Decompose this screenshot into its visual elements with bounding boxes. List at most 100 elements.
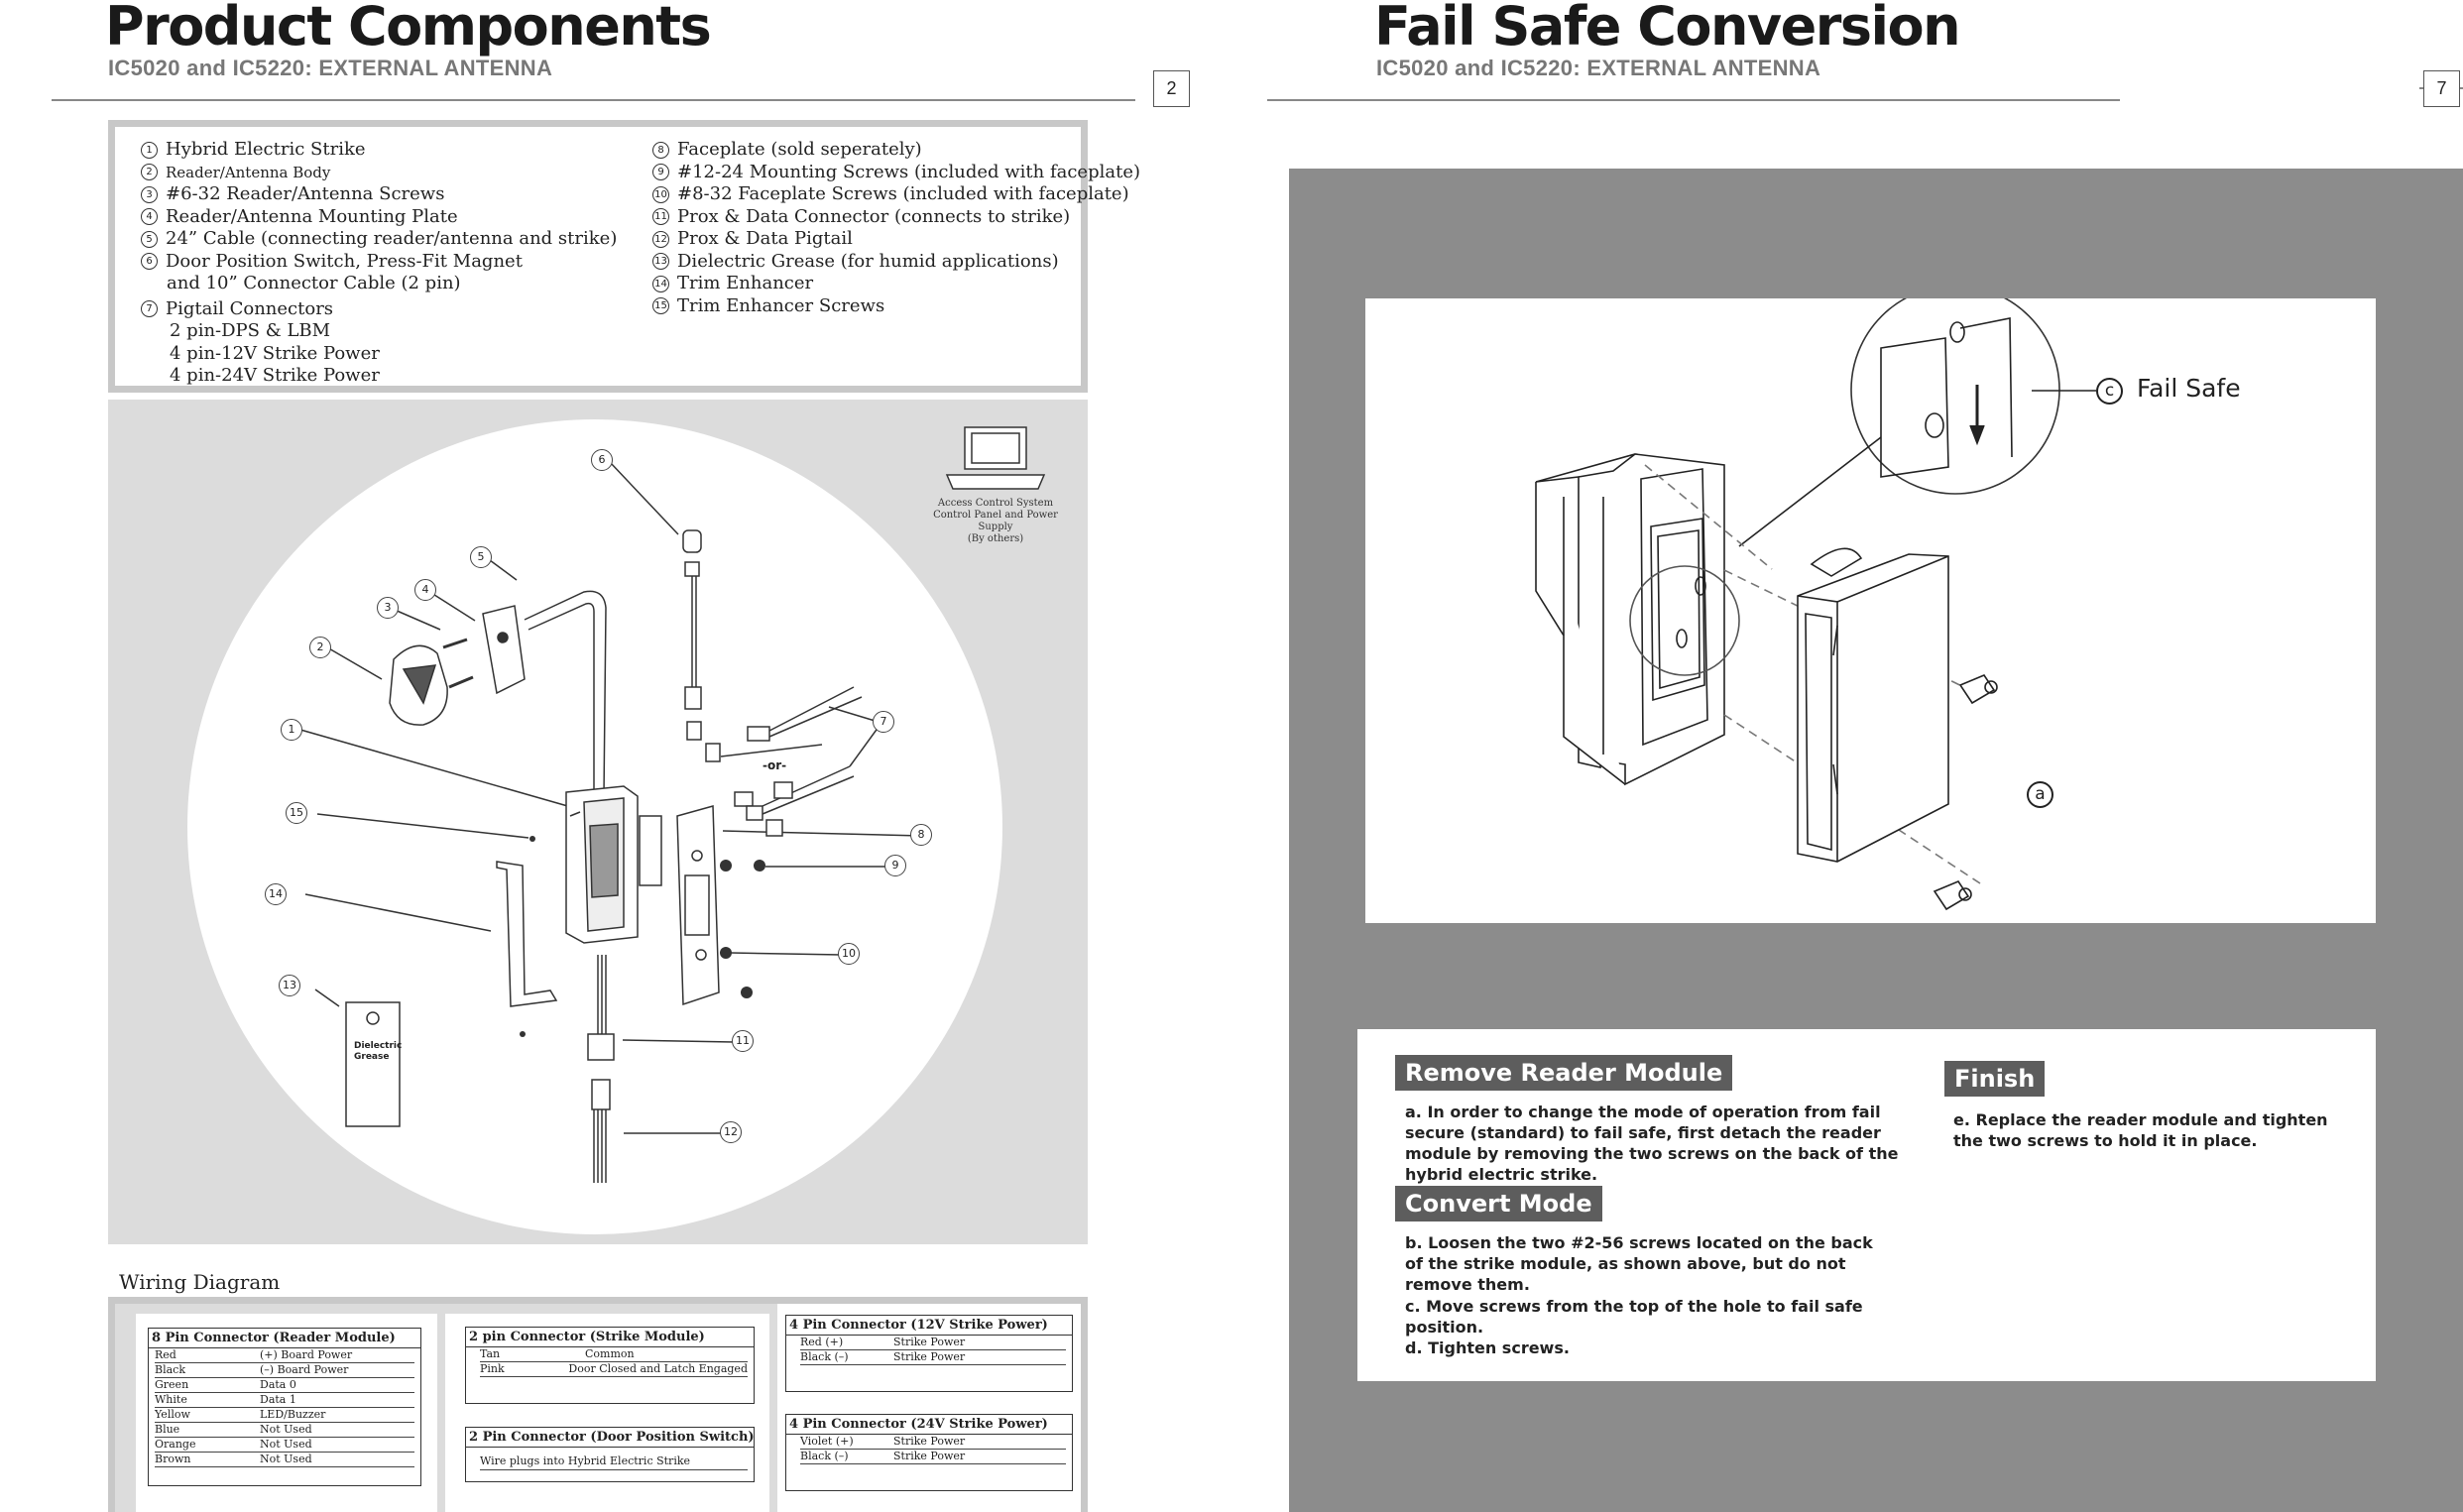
component-item: 3 #6-32 Reader/Antenna Screws [141, 183, 617, 206]
header-rule [1267, 99, 2120, 101]
callout-2: 2 [309, 637, 331, 658]
callout-9: 9 [884, 855, 906, 876]
wire-function: Common [585, 1347, 635, 1360]
access-control-label-line: Access Control System [937, 498, 1054, 509]
convert-mode-heading: Convert Mode [1395, 1186, 1602, 1221]
wire-row: Violet (+)Strike Power [800, 1435, 1066, 1450]
pin8-table-title: 8 Pin Connector (Reader Module) [149, 1329, 420, 1348]
component-item: 4 Reader/Antenna Mounting Plate [141, 206, 617, 229]
component-number: 6 [141, 253, 158, 271]
component-number: 8 [652, 141, 669, 159]
exploded-diagram-panel: Access Control System Control Panel and … [108, 400, 1088, 1244]
wire-color: Black (–) [800, 1450, 849, 1462]
component-number: 4 [141, 208, 158, 226]
wire-row: Brown Not Used [155, 1453, 414, 1467]
access-control-label-line: Control Panel and Power Supply [933, 510, 1058, 532]
wire-function: Strike Power [893, 1336, 966, 1348]
wire-color: Black (–) [800, 1350, 849, 1363]
grease-label-line: Dielectric [354, 1041, 403, 1051]
callout-3: 3 [377, 597, 399, 619]
callout-13: 13 [279, 975, 300, 996]
page-subtitle: IC5020 and IC5220: EXTERNAL ANTENNA [1376, 56, 1821, 80]
fail-safe-illustration-box: c Fail Safe a [1365, 298, 2376, 923]
callout-10: 10 [838, 943, 860, 965]
callout-14: 14 [265, 883, 287, 905]
wiring-diagram-title: Wiring Diagram [119, 1270, 281, 1294]
wire-function: (+) Board Power [260, 1348, 353, 1361]
wire-color: Red (+) [800, 1336, 844, 1348]
callout-6: 6 [591, 449, 613, 471]
wire-function: Not Used [260, 1423, 312, 1436]
component-label: Reader/Antenna Mounting Plate [166, 205, 458, 227]
pin4-24v-title: 4 Pin Connector (24V Strike Power) [786, 1415, 1072, 1435]
wire-row: Black (–) Strike Power [800, 1450, 1066, 1464]
component-number: 7 [141, 300, 158, 318]
wire-color: Brown [155, 1453, 191, 1465]
component-number: 10 [652, 185, 669, 203]
wire-color: Orange [155, 1438, 196, 1451]
wiring-diagram-panel: 8 Pin Connector (Reader Module) Red (+) B… [108, 1297, 1088, 1512]
component-number: 2 [141, 164, 158, 181]
wire-function: (–) Board Power [260, 1363, 349, 1376]
wire-color: Blue [155, 1423, 180, 1436]
fail-safe-marker-c: c [2096, 378, 2123, 405]
convert-step-d: d. Tighten screws. [1405, 1338, 1570, 1357]
pin2-dps-title: 2 Pin Connector (Door Position Switch) [466, 1428, 755, 1448]
or-label: -or- [762, 758, 787, 772]
wire-row: Black (–) Board Power [155, 1363, 414, 1378]
wire-function: Data 0 [260, 1378, 296, 1391]
remove-reader-heading: Remove Reader Module [1395, 1055, 1733, 1091]
wire-row: Red (+) Board Power [155, 1348, 414, 1363]
finish-heading: Finish [1944, 1061, 2046, 1097]
wire-function: Strike Power [893, 1450, 966, 1462]
component-number: 9 [652, 164, 669, 181]
convert-step-c: c. Move screws from the top of the hole … [1405, 1297, 1863, 1337]
pin4-12v-title: 4 Pin Connector (12V Strike Power) [786, 1316, 1072, 1336]
fail-safe-label: Fail Safe [2137, 374, 2241, 403]
wire-color: White [155, 1393, 187, 1406]
component-label: #6-32 Reader/Antenna Screws [166, 183, 445, 204]
component-number: 14 [652, 275, 669, 292]
wire-color: Black [155, 1363, 185, 1376]
component-number: 12 [652, 230, 669, 248]
callout-12: 12 [720, 1121, 742, 1143]
callout-4: 4 [414, 579, 436, 601]
callout-5: 5 [470, 546, 492, 568]
page-number: 2 [1153, 70, 1190, 107]
component-label: Prox & Data Connector (connects to strik… [677, 205, 1071, 227]
wire-row: Green Data 0 [155, 1378, 414, 1393]
header-rule [52, 99, 1135, 101]
wiring-card-2pin: 2 pin Connector (Strike Module) Tan Commo… [445, 1314, 769, 1512]
wire-color: Green [155, 1378, 189, 1391]
wire-function: Strike Power [893, 1435, 966, 1448]
pin2-strike-table: 2 pin Connector (Strike Module) Tan Commo… [465, 1327, 755, 1404]
component-number: 5 [141, 230, 158, 248]
wire-color: Red [155, 1348, 176, 1361]
wire-row: Tan Common [480, 1347, 748, 1362]
component-number: 3 [141, 185, 158, 203]
page-title: Product Components [105, 0, 712, 58]
pin2-strike-title: 2 pin Connector (Strike Module) [466, 1328, 754, 1347]
callout-7: 7 [873, 711, 894, 733]
pin4-24v-table: 4 Pin Connector (24V Strike Power) Viole… [785, 1414, 1073, 1491]
exploded-diagram-drawing [299, 426, 1046, 1183]
page-title: Fail Safe Conversion [1374, 0, 1961, 58]
wire-function: Not Used [260, 1453, 312, 1465]
wire-row: Blue Not Used [155, 1423, 414, 1438]
wire-color: Tan [480, 1347, 501, 1360]
component-number: 13 [652, 253, 669, 271]
component-label: #12-24 Mounting Screws (included with fa… [677, 161, 1140, 182]
callout-8: 8 [910, 824, 932, 846]
component-number: 1 [141, 141, 158, 159]
